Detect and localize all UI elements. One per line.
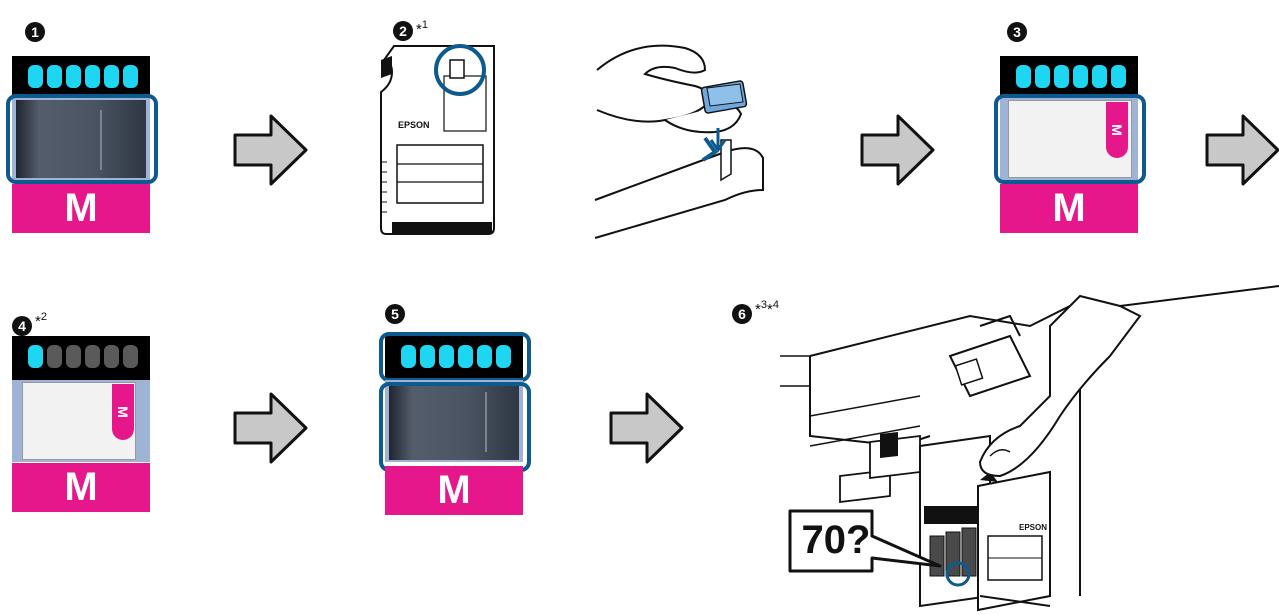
step-number-4: 4 [12,316,32,336]
footnote-mark: *3*4 [755,299,779,318]
chip-color-tag: M [112,384,134,440]
ink-level-meter [12,336,150,380]
chip-unit-dark [16,100,146,178]
ink-level-meter [1000,56,1138,98]
arrow-right-icon [860,114,935,186]
level-segment [1111,65,1126,88]
highlight-ring [994,94,1146,184]
chip-unit-dark [389,382,519,460]
level-segment [439,345,454,368]
step-number-6: 6 [732,304,752,324]
level-segment [1073,65,1088,88]
arrow-right-icon [609,392,684,464]
highlight-ring [379,382,531,472]
level-segment [85,345,100,368]
level-segment [28,345,43,368]
level-segment [477,345,492,368]
highlight-ring [379,332,531,382]
ink-level-meter [12,56,150,98]
hand-icon [594,44,764,239]
level-segment [85,65,100,88]
color-label: M [1000,184,1138,233]
level-segment [104,65,119,88]
ink-level-meter [385,336,523,380]
arrow-right-icon [233,114,308,186]
arrow-right-icon [233,392,308,464]
step-number-5: 5 [385,304,405,324]
level-segment [1035,65,1050,88]
level-segment [401,345,416,368]
level-segment [123,345,138,368]
level-segment [1016,65,1031,88]
arrow-right-icon [1205,114,1279,186]
level-segment [458,345,473,368]
footnote-mark: *2 [35,311,47,330]
step-number-2: 2 [393,21,413,41]
level-segment [104,345,119,368]
brand-label: EPSON [398,120,430,130]
step-number-3: 3 [1007,22,1027,42]
color-label: M [12,463,150,512]
level-segment [47,65,62,88]
chip-color-tag: M [1106,102,1128,158]
level-segment [1054,65,1069,88]
level-segment [420,345,435,368]
level-segment [66,65,81,88]
level-segment [123,65,138,88]
footnote-mark: *1 [416,19,428,38]
chip-groove [100,110,102,170]
color-label: M [385,466,523,515]
chip-groove [485,392,487,452]
callout-text: 70? [801,518,871,562]
highlight-ring [6,94,158,184]
level-segment [1092,65,1107,88]
level-segment [47,345,62,368]
level-segment [496,345,511,368]
level-segment [28,65,43,88]
color-label: M [12,184,150,233]
chip-unit-icon [380,44,495,235]
level-segment [66,345,81,368]
brand-label: EPSON [1019,523,1048,532]
printer-icon [780,285,1279,612]
step-number-1: 1 [25,22,45,42]
